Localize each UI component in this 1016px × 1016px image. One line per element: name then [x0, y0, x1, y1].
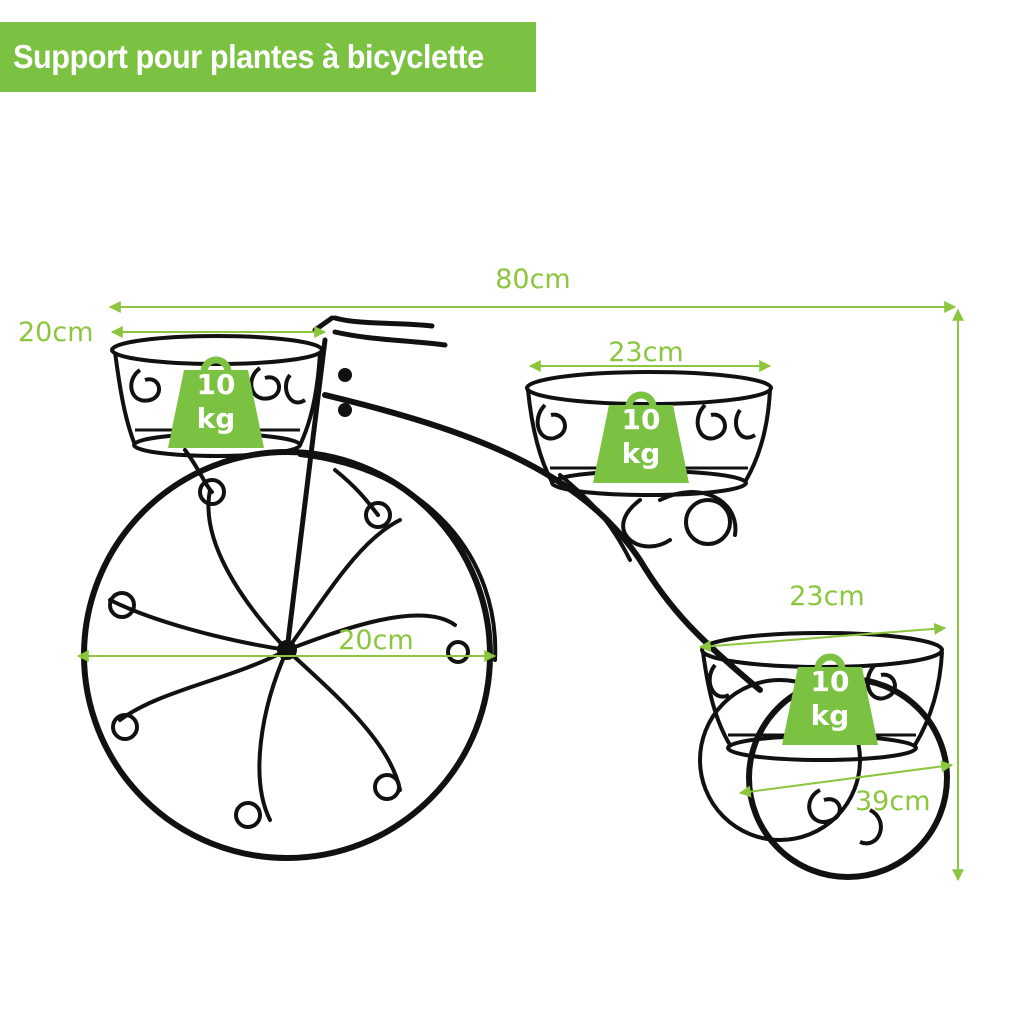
weight-badge-rear: 10 kg: [782, 657, 878, 745]
total-width-label: 80cm: [495, 264, 571, 295]
page-title: Support pour plantes à bicyclette: [13, 38, 484, 75]
svg-text:kg: kg: [811, 699, 850, 732]
rear-basket-width-label: 23cm: [789, 581, 865, 612]
weight-badge-front: 10 kg: [168, 360, 264, 448]
svg-text:kg: kg: [197, 402, 236, 435]
front-wheel: [81, 448, 493, 861]
svg-text:10: 10: [622, 403, 661, 436]
svg-text:10: 10: [811, 665, 850, 698]
weight-badge-middle: 10 kg: [593, 395, 689, 483]
rear-axle-width-label: 39cm: [855, 786, 931, 817]
dimension-lines: [76, 301, 964, 882]
bicycle-stand: [81, 315, 763, 861]
front-basket-width-label: 20cm: [18, 317, 94, 348]
title-banner: Support pour plantes à bicyclette: [0, 22, 536, 92]
middle-basket-width-label: 23cm: [608, 337, 684, 368]
front-wheel-diameter-label: 20cm: [338, 625, 414, 656]
svg-text:kg: kg: [622, 437, 661, 470]
svg-text:10: 10: [197, 368, 236, 401]
